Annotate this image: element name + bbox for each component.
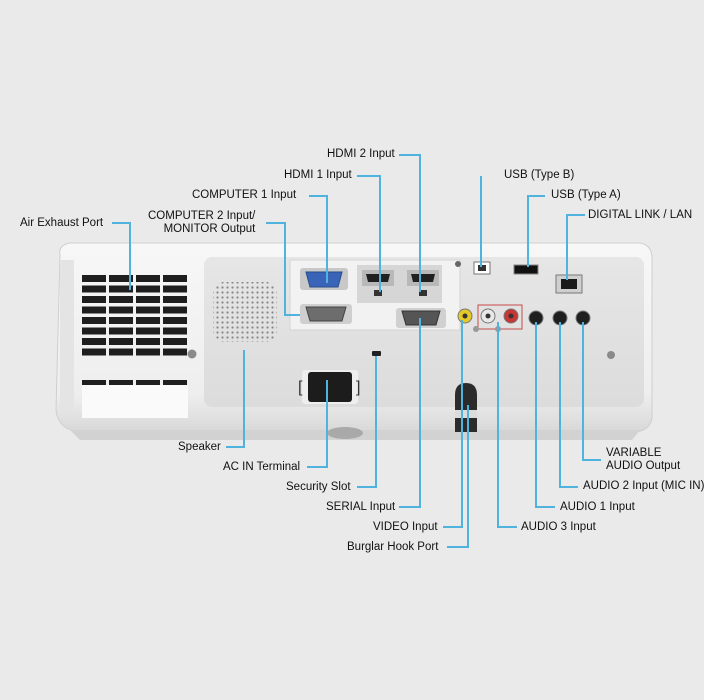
computer2-port xyxy=(300,304,352,324)
vent-slot xyxy=(163,380,187,387)
computer1-port xyxy=(300,268,348,290)
vent-slot xyxy=(136,327,160,335)
vent-slot xyxy=(136,296,160,303)
usb-type-b-port xyxy=(473,261,491,275)
vent-slot xyxy=(109,380,133,387)
label-usb-a: USB (Type A) xyxy=(551,189,621,201)
vent-slot xyxy=(136,348,160,356)
burglar-hook-port xyxy=(455,383,477,432)
leader-lines xyxy=(112,154,601,548)
svg-text:[: [ xyxy=(298,379,303,396)
label-serial: SERIAL Input xyxy=(326,501,396,513)
vent-slot xyxy=(136,275,160,282)
label-variable-audio: VARIABLE AUDIO Output xyxy=(606,447,680,473)
vent-slot xyxy=(109,327,133,335)
vent-slot xyxy=(136,306,160,314)
label-air-exhaust: Air Exhaust Port xyxy=(20,217,104,229)
label-hdmi2: HDMI 2 Input xyxy=(327,148,395,160)
left-side-shade xyxy=(60,260,74,410)
vent-slot xyxy=(163,348,187,356)
label-audio3: AUDIO 3 Input xyxy=(521,521,596,533)
vent-slot xyxy=(82,306,106,314)
vent-slot xyxy=(163,296,187,303)
label-security-slot: Security Slot xyxy=(286,481,351,493)
vent-slot xyxy=(163,285,187,293)
air-exhaust-vents xyxy=(82,275,188,418)
vent-slot xyxy=(136,338,160,345)
vent-slot xyxy=(82,285,106,293)
vent-slot xyxy=(109,306,133,314)
ac-in-terminal: [ ] xyxy=(298,370,360,404)
usb-type-a-port xyxy=(513,264,539,275)
vent-slot xyxy=(163,338,187,345)
screw-left xyxy=(187,349,197,359)
speaker-grille xyxy=(213,282,277,342)
vent-slot xyxy=(109,296,133,303)
label-hdmi1: HDMI 1 Input xyxy=(284,169,352,181)
vent-slot xyxy=(82,338,106,345)
label-audio1: AUDIO 1 Input xyxy=(560,501,635,513)
indicator xyxy=(455,261,461,267)
vent-slot xyxy=(82,348,106,356)
vent-slot xyxy=(136,380,160,387)
vent-slot xyxy=(109,285,133,293)
vent-slot xyxy=(82,317,106,324)
vent-slot xyxy=(82,275,106,282)
projector-foot xyxy=(327,427,363,439)
vent-slot xyxy=(109,317,133,324)
label-digital-link: DIGITAL LINK / LAN xyxy=(588,209,693,221)
label-burglar-hook: Burglar Hook Port xyxy=(347,541,439,553)
vent-slot xyxy=(109,348,133,356)
label-computer2-line1: COMPUTER 2 Input/ xyxy=(148,210,256,222)
vent-slot xyxy=(82,380,106,387)
label-video: VIDEO Input xyxy=(373,521,438,533)
hdmi1-port xyxy=(362,270,394,296)
vent-slot xyxy=(136,285,160,293)
vent-slot xyxy=(163,275,187,282)
label-variable-audio-line1: VARIABLE xyxy=(606,447,662,459)
vent-slot xyxy=(163,317,187,324)
label-ac-in: AC IN Terminal xyxy=(223,461,301,473)
hdmi2-port xyxy=(407,270,439,296)
label-variable-audio-line2: AUDIO Output xyxy=(606,460,681,472)
svg-text:]: ] xyxy=(356,379,360,396)
screw-right xyxy=(607,351,615,359)
security-slot xyxy=(372,351,381,356)
label-computer2: COMPUTER 2 Input/ MONITOR Output xyxy=(148,210,255,236)
vent-slot xyxy=(163,306,187,314)
label-speaker: Speaker xyxy=(178,441,221,453)
vent-slot xyxy=(109,275,133,282)
label-computer2-line2: MONITOR Output xyxy=(163,223,256,235)
vent-slot xyxy=(109,338,133,345)
vent-slot xyxy=(163,327,187,335)
vent-slot xyxy=(136,317,160,324)
label-usb-b: USB (Type B) xyxy=(504,169,575,181)
label-computer1: COMPUTER 1 Input xyxy=(192,189,297,201)
vent-slot xyxy=(82,296,106,303)
lan-port xyxy=(555,274,583,294)
vent-slot xyxy=(82,327,106,335)
label-audio2: AUDIO 2 Input (MIC IN) xyxy=(583,480,704,492)
